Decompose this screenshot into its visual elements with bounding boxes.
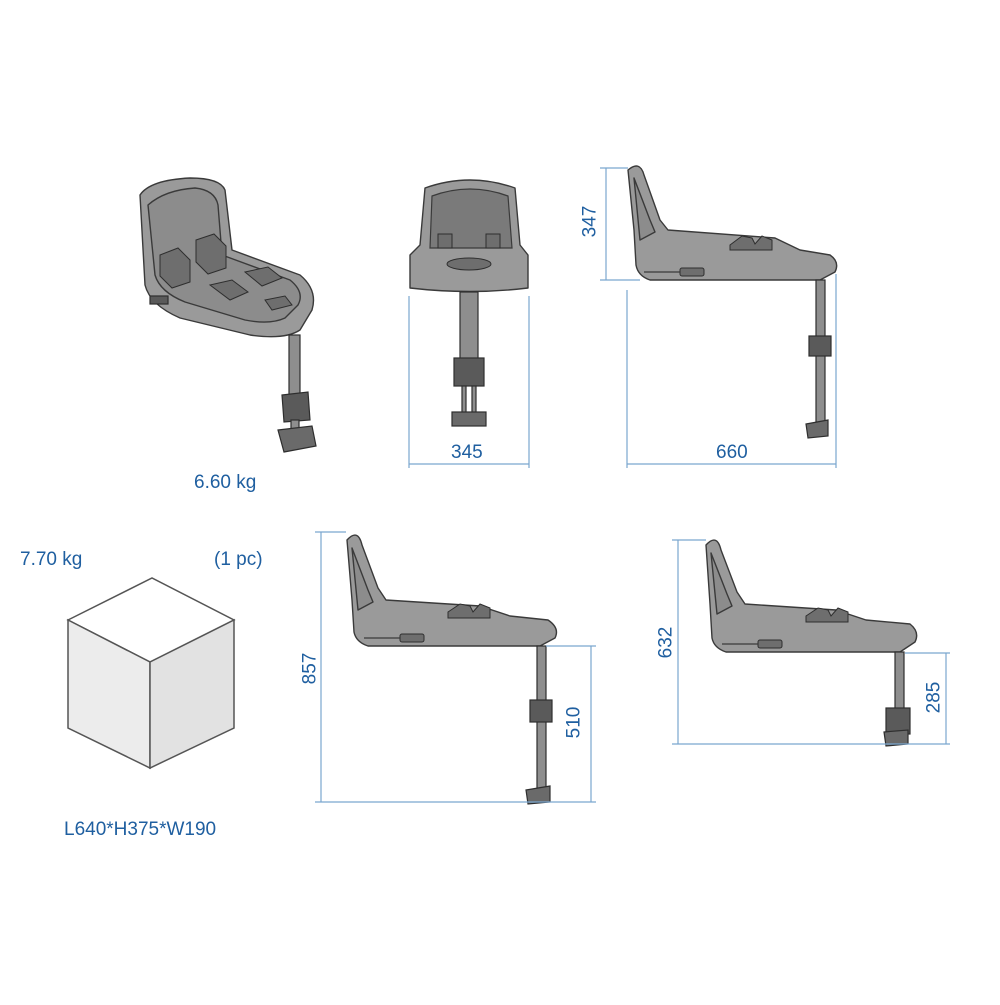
max-backrest (351, 547, 374, 611)
min-total-height-value: 632 (655, 626, 677, 659)
front-foot (451, 411, 487, 427)
side-length-value: 660 (716, 442, 748, 463)
max-leg-height-value: 510 (563, 706, 585, 739)
max-connector (447, 603, 491, 619)
max-leg-adjuster (529, 699, 553, 723)
side-backrest (633, 177, 656, 241)
max-foot (525, 785, 551, 805)
iso-seat-surface (147, 187, 301, 323)
side-view-max (315, 531, 596, 805)
iso-indicator (264, 295, 293, 311)
front-connector-left (437, 233, 453, 249)
isometric-view (139, 177, 317, 453)
min-shell (705, 539, 918, 653)
package-box (66, 577, 236, 770)
min-backrest (710, 552, 733, 615)
front-lock (446, 257, 492, 271)
side-connector (729, 235, 773, 251)
min-leg (894, 651, 905, 713)
package-quantity-label: (1 pc) (214, 549, 263, 570)
min-leg-height-value: 285 (923, 681, 945, 714)
box-side-face (149, 618, 235, 770)
side-leg-adjuster (808, 335, 832, 357)
package-weight-label: 7.70 kg (20, 549, 83, 570)
front-view (408, 179, 530, 468)
max-isofix-lever (399, 633, 425, 643)
front-leg-rod-left (461, 385, 467, 415)
side-shell (627, 165, 838, 281)
side-shell-height-value: 347 (579, 205, 601, 238)
max-shell (346, 534, 558, 647)
min-connector (805, 607, 849, 623)
iso-foot (277, 425, 317, 453)
package-size-label: L640*H375*W190 (64, 819, 217, 840)
front-leg (459, 291, 479, 361)
max-total-height-value: 857 (299, 652, 321, 685)
iso-leg-adjuster (281, 391, 311, 423)
side-view-top (600, 165, 838, 468)
side-foot (805, 419, 829, 439)
front-width-value: 345 (451, 442, 483, 463)
iso-leg (288, 334, 301, 398)
product-weight-label: 6.60 kg (194, 472, 257, 493)
front-connector-right (485, 233, 501, 249)
min-isofix-lever (757, 639, 783, 649)
side-view-min (672, 539, 950, 747)
iso-isofix-arm (149, 295, 169, 305)
front-leg-adjuster (453, 357, 485, 387)
iso-connector-right (195, 233, 227, 275)
iso-lock-left (208, 279, 249, 301)
side-isofix-lever (679, 267, 705, 277)
iso-connector-left (159, 247, 191, 289)
front-leg-rod-right (471, 385, 477, 415)
front-backrest (429, 188, 513, 249)
iso-lock-right (243, 266, 283, 287)
